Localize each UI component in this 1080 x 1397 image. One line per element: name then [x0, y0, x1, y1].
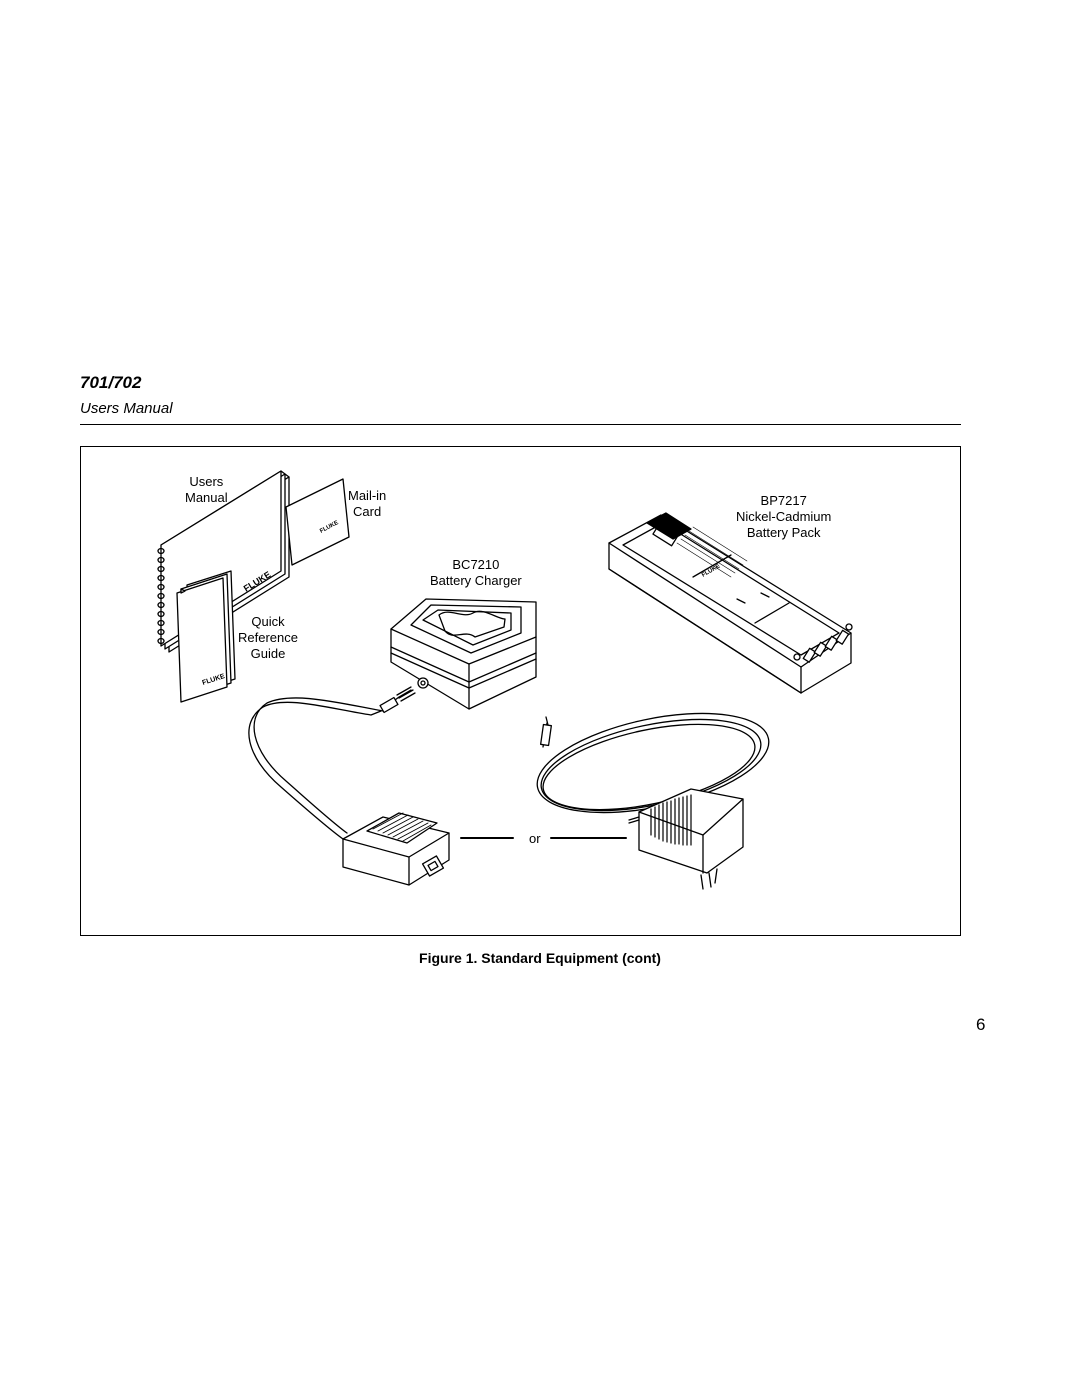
label-users-manual: Users Manual — [185, 474, 228, 505]
wall-plug-adapter — [628, 788, 744, 890]
figure-caption: Figure 1. Standard Equipment (cont) — [419, 950, 661, 966]
manual-title: Users Manual — [80, 400, 173, 417]
mail-in-card — [285, 478, 350, 566]
charger-cable — [248, 686, 416, 840]
battery-pack — [608, 512, 853, 694]
label-quick-reference-guide: Quick Reference Guide — [238, 614, 298, 661]
battery-terminals — [793, 623, 853, 663]
spiral-binding — [157, 547, 165, 645]
manual-model: 701/702 — [80, 373, 142, 392]
header-rule — [80, 424, 961, 425]
quick-reference-guide — [176, 570, 236, 703]
label-mail-in-card: Mail-in Card — [348, 488, 387, 519]
label-battery-charger: BC7210 Battery Charger — [430, 557, 522, 588]
ac-adapter-brick — [342, 812, 450, 886]
label-or: or — [529, 831, 541, 846]
label-battery-pack: BP7217 Nickel-Cadmium Battery Pack — [736, 493, 832, 540]
coiled-cable — [536, 712, 770, 814]
page-number: 6 — [976, 1015, 986, 1034]
battery-charger-device — [390, 598, 537, 710]
figure-frame: FLUKE FLUKE FLUKE FLUKE Users Manual Mai… — [80, 446, 961, 936]
standard-equipment-illustration: FLUKE FLUKE FLUKE FLUKE — [157, 470, 853, 890]
